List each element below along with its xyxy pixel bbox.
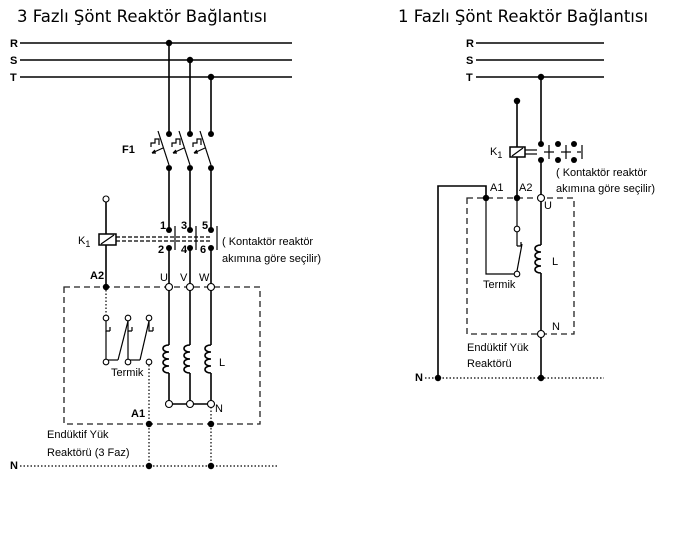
bus-label-t: T bbox=[10, 72, 17, 84]
reactor-label-line2: Reaktörü (3 Faz) bbox=[47, 447, 130, 459]
inductor-label: L bbox=[219, 357, 225, 369]
contact-num-3: 3 bbox=[181, 220, 187, 232]
reactor-label-line1-1ph: Endüktif Yük bbox=[467, 342, 529, 354]
contactor-label: K1 bbox=[78, 235, 90, 249]
contactor-k1-1ph bbox=[538, 141, 583, 163]
contact-num-2: 2 bbox=[158, 244, 164, 256]
contact-num-5: 5 bbox=[202, 220, 208, 232]
coil-supply-terminal bbox=[102, 195, 110, 203]
circuit-breaker-f1 bbox=[150, 130, 214, 171]
neutral-terminal: N bbox=[215, 403, 223, 415]
neutral-line-label-1ph: N bbox=[415, 372, 423, 384]
thermal-relay-contacts bbox=[102, 290, 154, 467]
neutral-line-label: N bbox=[10, 460, 18, 472]
single-phase-title: 1 Fazlı Şönt Reaktör Bağlantısı bbox=[398, 7, 648, 26]
inductor-coil-1ph bbox=[534, 201, 542, 331]
single-phase-diagram: 1 Fazlı Şönt Reaktör Bağlantısı R S T K1 bbox=[398, 7, 655, 384]
bus-label-r-1ph: R bbox=[466, 38, 474, 50]
contact-num-1: 1 bbox=[160, 220, 166, 232]
terminal-w: W bbox=[199, 272, 210, 284]
reactor-enclosure-1phase bbox=[466, 197, 575, 335]
coil-terminal-a1-1ph: A1 bbox=[490, 182, 503, 194]
terminal-v: V bbox=[180, 272, 188, 284]
bus-label-t-1ph: T bbox=[466, 72, 473, 84]
terminal-u-1ph: U bbox=[544, 200, 552, 212]
neutral-terminal-1ph: N bbox=[552, 321, 560, 333]
contactor-note-line1: ( Kontaktör reaktör bbox=[222, 236, 313, 248]
thermal-label-1ph: Termik bbox=[483, 279, 516, 291]
thermal-label: Termik bbox=[111, 367, 144, 379]
contact-num-6: 6 bbox=[200, 244, 206, 256]
three-phase-title: 3 Fazlı Şönt Reaktör Bağlantısı bbox=[17, 7, 267, 26]
reactor-label-line2-1ph: Reaktörü bbox=[467, 358, 512, 370]
bus-label-s: S bbox=[10, 55, 17, 67]
coil-k1-icon bbox=[98, 233, 117, 246]
terminal-u: U bbox=[160, 272, 168, 284]
contact-num-4: 4 bbox=[181, 244, 188, 256]
three-phase-diagram: 3 Fazlı Şönt Reaktör Bağlantısı R S T F1 bbox=[10, 7, 321, 472]
bus-label-s-1ph: S bbox=[466, 55, 473, 67]
inductor-label-1ph: L bbox=[552, 256, 558, 268]
inductor-coils-3phase bbox=[162, 290, 216, 409]
coil-terminal-a2: A2 bbox=[90, 270, 104, 282]
contactor-k1: 1 3 5 2 4 6 bbox=[116, 220, 218, 256]
breaker-label: F1 bbox=[122, 144, 135, 156]
contactor-label-1ph: K1 bbox=[490, 146, 502, 160]
reactor-enclosure-3phase bbox=[63, 286, 261, 425]
contactor-note-line2-1ph: akımına göre seçilir) bbox=[556, 183, 655, 195]
a1-wire bbox=[437, 185, 487, 378]
reactor-label-line1: Endüktif Yük bbox=[47, 429, 109, 441]
thermal-relay-contact-1ph bbox=[485, 198, 523, 278]
bus-label-r: R bbox=[10, 38, 18, 50]
coil-k1-icon-1ph bbox=[509, 146, 537, 158]
contactor-note-line2: akımına göre seçilir) bbox=[222, 253, 321, 265]
contactor-note-line1-1ph: ( Kontaktör reaktör bbox=[556, 167, 647, 179]
coil-terminal-a1: A1 bbox=[131, 408, 145, 420]
coil-terminal-a2-1ph: A2 bbox=[519, 182, 532, 194]
